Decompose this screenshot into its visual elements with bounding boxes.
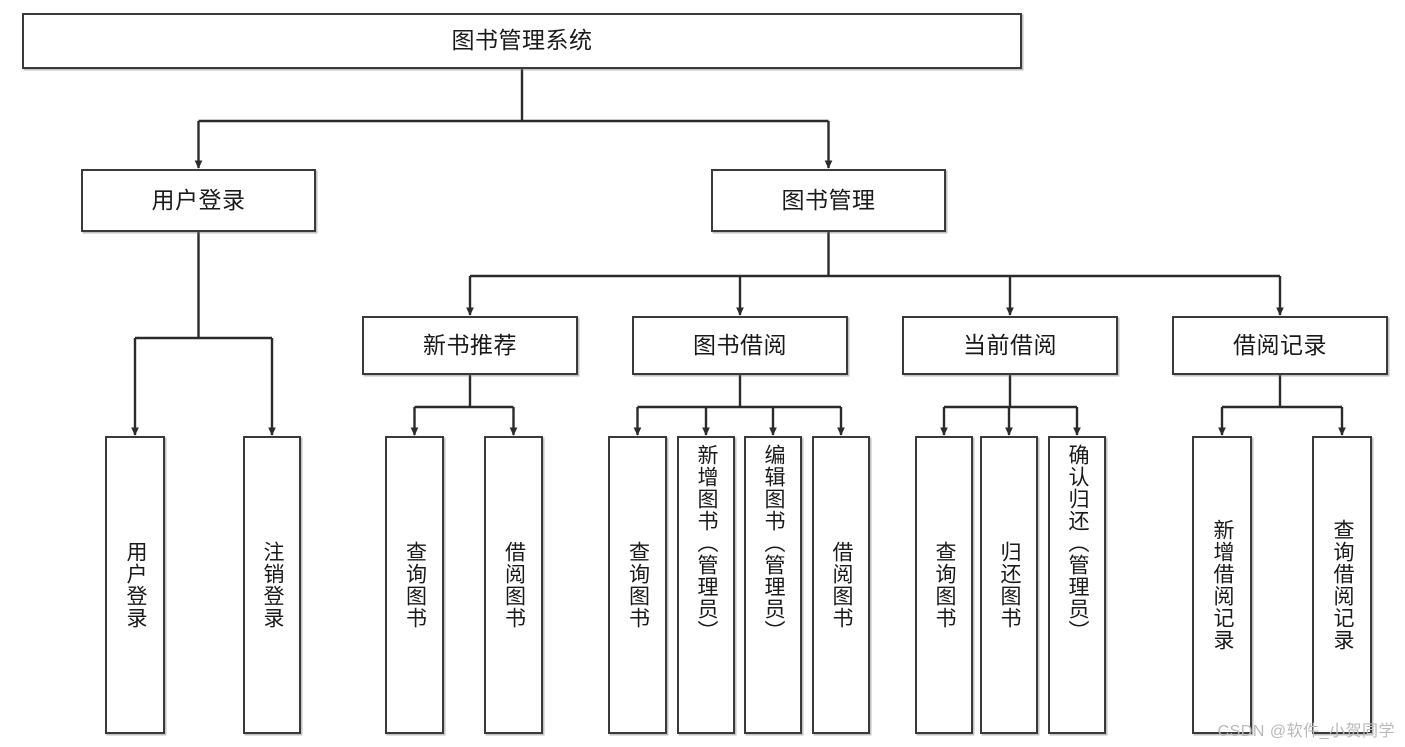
- node-leaf-cb-return[interactable]: 归还图书: [980, 436, 1038, 734]
- node-leaf-rec-borrow[interactable]: 借阅图书: [484, 436, 543, 734]
- node-new-book-rec[interactable]: 新书推荐: [362, 316, 578, 375]
- node-label: 新书推荐: [423, 331, 517, 358]
- node-leaf-user-logout[interactable]: 注销登录: [243, 436, 301, 734]
- node-label: 注销登录: [261, 541, 285, 629]
- node-label: 编辑图书（管理员）: [762, 444, 786, 642]
- node-label: 查询图书: [403, 541, 427, 629]
- node-label: 图书借阅: [693, 331, 787, 358]
- watermark-text: CSDN @软件_小贺同学: [1217, 723, 1395, 740]
- node-label: 借阅图书: [502, 541, 526, 629]
- node-book-manage[interactable]: 图书管理: [711, 169, 946, 232]
- node-leaf-log-add[interactable]: 新增借阅记录: [1192, 436, 1252, 734]
- node-label: 图书管理系统: [451, 27, 593, 54]
- node-label: 图书管理: [781, 186, 876, 213]
- node-leaf-bb-edit[interactable]: 编辑图书（管理员）: [744, 436, 802, 734]
- node-leaf-bb-borrow[interactable]: 借阅图书: [812, 436, 870, 734]
- node-label: 新增借阅记录: [1211, 519, 1235, 651]
- node-label: 用户登录: [151, 186, 246, 213]
- node-leaf-bb-add[interactable]: 新增图书（管理员）: [677, 436, 735, 734]
- node-leaf-cb-query[interactable]: 查询图书: [915, 436, 973, 734]
- node-leaf-rec-query[interactable]: 查询图书: [385, 436, 444, 734]
- node-cur-borrow[interactable]: 当前借阅: [902, 316, 1118, 375]
- node-leaf-log-query[interactable]: 查询借阅记录: [1312, 436, 1372, 734]
- node-label: 当前借阅: [963, 331, 1057, 358]
- node-borrow-log[interactable]: 借阅记录: [1172, 316, 1388, 375]
- node-label: 借阅记录: [1233, 331, 1327, 358]
- node-label: 查询图书: [626, 541, 650, 629]
- node-leaf-cb-confirm[interactable]: 确认归还（管理员）: [1048, 436, 1106, 734]
- node-label: 归还图书: [998, 541, 1022, 629]
- node-label: 查询借阅记录: [1331, 519, 1355, 651]
- node-leaf-bb-query[interactable]: 查询图书: [608, 436, 667, 734]
- node-user-login[interactable]: 用户登录: [81, 169, 316, 232]
- node-book-borrow[interactable]: 图书借阅: [632, 316, 848, 375]
- node-label: 查询图书: [933, 541, 957, 629]
- node-root[interactable]: 图书管理系统: [22, 13, 1022, 69]
- node-label: 确认归还（管理员）: [1066, 444, 1090, 642]
- node-label: 借阅图书: [830, 541, 854, 629]
- node-label: 新增图书（管理员）: [695, 444, 719, 642]
- node-leaf-user-login[interactable]: 用户登录: [105, 436, 165, 734]
- node-label: 用户登录: [124, 541, 148, 629]
